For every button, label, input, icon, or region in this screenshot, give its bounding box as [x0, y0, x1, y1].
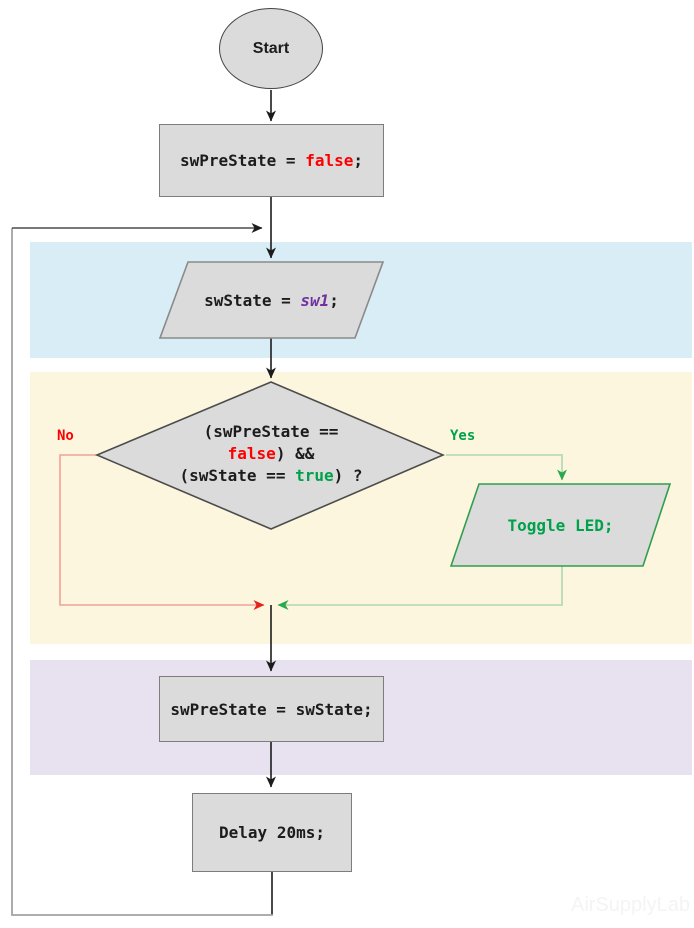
delay-statement-text: Delay 20ms; [219, 823, 325, 842]
start-label: Start [252, 39, 290, 57]
init-statement-box: swPreState = false; [159, 124, 384, 197]
init-statement-text: swPreState = false; [179, 151, 364, 170]
keyword-false: false [227, 444, 276, 463]
delay-statement-box: Delay 20ms; [192, 793, 352, 872]
condition-line-3: (swState == true) ? [179, 466, 363, 485]
start-terminator: Start [219, 8, 323, 89]
read-statement-text: swState = sw1; [204, 290, 339, 310]
keyword-true: true [295, 466, 334, 485]
keyword-false: false [305, 151, 354, 170]
yes-branch-label: Yes [450, 428, 476, 444]
update-statement-text: swPreState = swState; [170, 699, 373, 719]
update-statement-box: swPreState = swState; [159, 676, 384, 742]
decision-text: (swPreState == false) && (swState == tru… [98, 421, 444, 487]
condition-line-2: false) && [227, 444, 315, 463]
read-input-text: swState = sw1; [160, 262, 383, 338]
watermark: AirSupplyLab [571, 894, 690, 916]
keyword-sw1: sw1 [300, 290, 330, 310]
toggle-led-text: Toggle LED; [451, 484, 670, 566]
toggle-statement-text: Toggle LED; [507, 515, 614, 535]
condition-line-1: (swPreState == [203, 422, 339, 441]
no-branch-label: No [57, 428, 74, 444]
